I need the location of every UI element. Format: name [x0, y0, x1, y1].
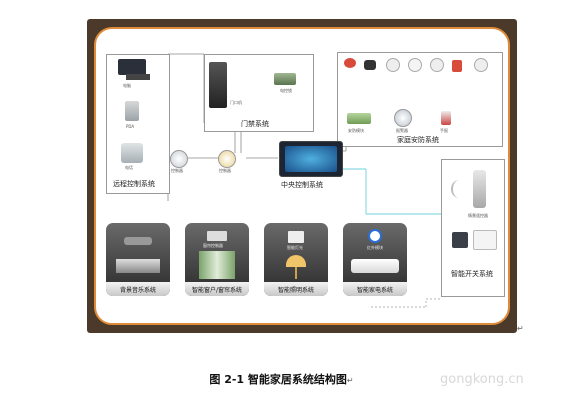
keyboard-icon	[126, 74, 150, 80]
light-switch-icon	[288, 231, 304, 243]
door-unit-icon	[209, 62, 227, 108]
hand-alarm-label: 手报	[440, 128, 448, 133]
motion-sensor-icon	[430, 58, 444, 72]
figure-caption: 图 2-1 智能家居系统结构图↵	[0, 371, 563, 387]
window-curtain-icon	[199, 251, 235, 279]
smart-lighting-card: 智能灯光 智能照明系统	[264, 223, 328, 296]
ir-detector-icon	[474, 58, 488, 72]
pda-label: PDA	[126, 124, 135, 129]
lamp-stand-icon	[295, 267, 297, 279]
wireless-signal-icon	[451, 180, 467, 198]
central-control-label: 中央控制系统	[281, 181, 323, 189]
central-control-panel	[279, 141, 343, 177]
remote-label: 情景遥控器	[468, 213, 488, 218]
smart-appliance-card: 红外模块 智能家电系统	[343, 223, 407, 296]
light-module-label: 智能灯光	[287, 245, 303, 250]
ir-module-icon	[368, 229, 382, 243]
smart-window-card: 窗帘控制器 智能窗户/窗帘系统	[185, 223, 249, 296]
diagram-panel: 电脑 PDA 电话 远程控制系统 控制器 控制器 门口机 电控锁 门禁系统 安防…	[94, 27, 510, 325]
siren-icon	[394, 109, 412, 127]
home-security-label: 家庭安防系统	[397, 136, 439, 144]
hand-alarm-icon	[441, 111, 451, 125]
gas-detector-icon	[408, 58, 422, 72]
security-module-icon	[347, 113, 371, 124]
security-module-label: 安防模块	[348, 128, 364, 133]
speaker-icon	[124, 237, 152, 245]
watermark: gongkong.cn	[440, 372, 524, 387]
alarm-button-icon	[452, 60, 462, 72]
camera-icon	[364, 60, 376, 70]
smart-window-label: 智能窗户/窗帘系统	[191, 287, 243, 294]
dark-switch-icon	[452, 232, 468, 248]
wall-switch-icon	[473, 230, 497, 250]
siren-label: 报警器	[396, 128, 408, 133]
smart-lighting-label: 智能照明系统	[277, 287, 314, 294]
air-conditioner-icon	[351, 259, 399, 273]
pda-icon	[125, 101, 139, 121]
curtain-controller-icon	[207, 231, 227, 241]
touch-screen-icon	[285, 146, 337, 172]
access-control-label: 门禁系统	[241, 120, 269, 128]
window-controller-label: 窗帘控制器	[203, 243, 223, 248]
lock-label: 电控锁	[280, 88, 292, 93]
phone-label: 电话	[125, 165, 133, 170]
smoke-detector-icon	[386, 58, 400, 72]
caption-return-mark: ↵	[346, 376, 354, 385]
controller-1-label: 控制器	[171, 168, 183, 173]
ir-module-label: 红外模块	[367, 245, 383, 250]
remote-control-icon	[473, 170, 486, 208]
caption-text: 图 2-1 智能家居系统结构图	[209, 373, 347, 386]
pc-icon	[118, 59, 146, 75]
lock-icon	[274, 73, 296, 85]
amplifier-icon	[116, 259, 160, 273]
background-music-label: 背景音乐系统	[119, 287, 156, 294]
return-mark: ↵	[517, 324, 524, 333]
pc-label: 电脑	[123, 83, 131, 88]
smart-appliance-label: 智能家电系统	[356, 287, 393, 294]
door-unit-label: 门口机	[230, 100, 242, 105]
controller-2-label: 控制器	[219, 168, 231, 173]
controller-1-icon	[170, 150, 188, 168]
background-music-card: 背景音乐系统	[106, 223, 170, 296]
remote-control-label: 远程控制系统	[113, 180, 155, 188]
diagram-frame: 电脑 PDA 电话 远程控制系统 控制器 控制器 门口机 电控锁 门禁系统 安防…	[87, 19, 517, 333]
smart-switch-label: 智能开关系统	[451, 270, 493, 278]
lamp-shade-icon	[286, 255, 306, 267]
red-sensor-icon	[344, 58, 356, 68]
phone-icon	[121, 143, 143, 163]
controller-2-icon	[218, 150, 236, 168]
